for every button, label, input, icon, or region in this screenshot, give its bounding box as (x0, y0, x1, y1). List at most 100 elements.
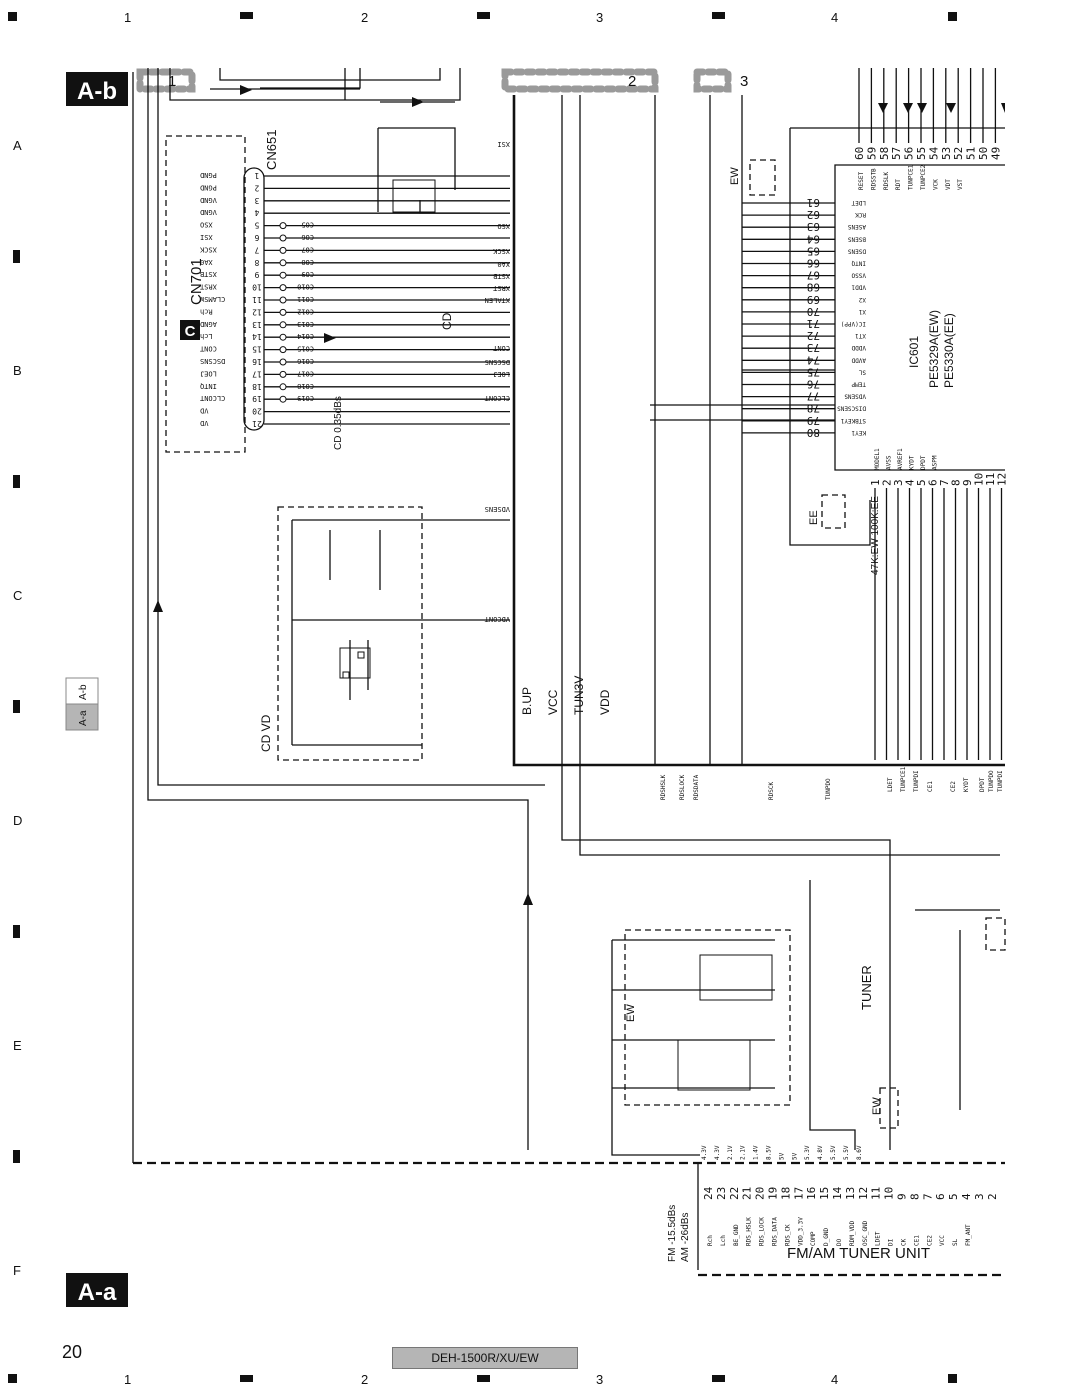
connector-pin-number: 12 (252, 307, 262, 316)
bus-label: LDET (887, 777, 894, 792)
ic-top-pin-number: 56 (903, 147, 916, 160)
connector-name: CN701 (188, 258, 205, 305)
tuner-pin-number: 10 (883, 1187, 896, 1200)
net-label: CO9 (301, 270, 314, 278)
grid-col-1: 1 (124, 10, 131, 25)
ic-bottom-pin-number: 11 (984, 473, 997, 486)
grid-col-2-bottom: 2 (361, 1372, 368, 1387)
tuner-pin-number: 9 (896, 1193, 909, 1200)
bus-label: RDSLOCK (679, 774, 686, 800)
ic-left-pin-name: DSENS (848, 247, 866, 254)
ic-left-pin-name: X2 (858, 296, 866, 303)
grid-row-d: D (13, 813, 22, 828)
ic-top-pin-number: 57 (890, 147, 903, 160)
ic-left-pin-name: X1 (858, 308, 866, 315)
tuner-pin-number: 12 (857, 1187, 870, 1200)
net-label: CO16 (297, 357, 314, 365)
ic-bottom-pin-name: DPDT (920, 455, 927, 470)
cd-signal-label: XRST (492, 284, 510, 292)
tuner-pin-number: 11 (870, 1187, 883, 1200)
net-label: CO18 (297, 382, 314, 390)
ew-label-top: EW (729, 167, 741, 185)
ic-left-pin-name: VDSENS (844, 393, 866, 400)
tuner-pin-voltage: 4.8V (817, 1145, 824, 1160)
tuner-pin-name: RDS_CK (784, 1224, 791, 1246)
cd-signal-label: XSO (497, 222, 510, 230)
cd-vd-label: CD VD (259, 714, 273, 752)
tuner-pin-number: 23 (715, 1187, 728, 1200)
connector-pin-number: 10 (252, 283, 262, 292)
tuner-pin-name: RDS_DATA (772, 1217, 779, 1246)
tuner-pin-name: DO (836, 1238, 843, 1246)
ic-left-pin-name: STBKEY1 (840, 417, 866, 424)
bus-label: RDSDATA (693, 774, 700, 800)
ic-bottom-pin-number: 1 (869, 479, 882, 486)
block-label-top-text: A-b (77, 78, 117, 105)
bus-label: TUNPDI (997, 770, 1004, 792)
ic-top-pin-number: 50 (977, 147, 990, 160)
ic-top-pin-number: 53 (940, 147, 953, 160)
ic-bottom-pin-number: 7 (938, 479, 951, 486)
tuner-pin-name: FM_ANT (965, 1224, 972, 1246)
cd-signal-label: DSCSNS (485, 358, 510, 366)
connector-pin-signal: VGND (200, 196, 217, 204)
connector-pin-number: 1 (254, 171, 259, 180)
ic-top-pin-name: VDT (945, 179, 952, 190)
cd-signal-label: XSCK (492, 247, 510, 255)
cd-signal-label: XA0 (497, 260, 510, 268)
top-grid-ruler: 1 2 3 4 (8, 10, 957, 25)
test-point (279, 346, 287, 354)
connector-pin-signal: XRST (199, 283, 217, 291)
ic601-bottom-pins: 1MODEL12AVSS3AVREF14KYDT5DPDT6ASPM789101… (869, 448, 1009, 760)
connector-pin-number: 18 (252, 382, 262, 391)
test-point (279, 333, 287, 341)
connector-pin-signal: XA0 (200, 258, 213, 266)
test-point (279, 358, 287, 366)
callout-3: 3 (740, 73, 748, 90)
connector-pin-number: 15 (252, 345, 262, 354)
tuner-pin-voltage: 8.6V (856, 1145, 863, 1160)
cd-signal-label: XSTB (493, 272, 510, 280)
connector-pin-number: 2 (254, 183, 259, 192)
grid-col-3-bottom: 3 (596, 1372, 603, 1387)
net-label: CO13 (297, 320, 314, 328)
ic-left-pin-name: KEY1 (851, 429, 866, 436)
connector-pin-signal: CONT (199, 345, 217, 353)
tuner-pin-number: 17 (792, 1187, 805, 1200)
net-label: CO6 (301, 233, 314, 241)
tuner-pin-name: CE1 (913, 1235, 920, 1246)
connector-pin-signal: DSCSNS (200, 357, 225, 365)
bus-label: TUNPDO (825, 778, 832, 800)
connector-pin-signal: VGND (200, 208, 217, 216)
ic-bottom-pin-number: 9 (961, 479, 974, 486)
tuner-level-am: AM -26dBs (680, 1213, 691, 1262)
tuner-pin-name: VDD_3.3V (797, 1217, 804, 1246)
tuner-pin-number: 20 (754, 1187, 767, 1200)
net-label: CO15 (297, 345, 314, 353)
block-label-top: A-b (66, 72, 128, 106)
tuner-pin-voltage: 5V (778, 1152, 785, 1160)
ic-left-pin-name: AVDD (851, 356, 866, 363)
tuner-pin-number: 19 (767, 1187, 780, 1200)
callout-markers: 1 2 3 (136, 68, 748, 93)
ic-bottom-pin-number: 6 (927, 479, 940, 486)
tuner-title: FM/AM TUNER UNIT (787, 1245, 930, 1262)
grid-col-1-bottom: 1 (124, 1372, 131, 1387)
connector-pin-signal: XSTB (200, 270, 217, 278)
bus-label: TUNPCE1 (900, 766, 907, 792)
test-point (279, 370, 287, 378)
ic-bottom-pin-name: KYDT (909, 455, 916, 470)
bus-label: CE1 (927, 781, 934, 792)
tuner-pin-name: Rch (707, 1235, 714, 1246)
connector-pin-signal: Rch (200, 307, 213, 315)
grid-row-e: E (13, 1038, 22, 1053)
connector-pin-number: 14 (252, 332, 262, 341)
ic-top-pin-number: 52 (952, 147, 965, 160)
ic-left-pin-name: DISCSENS (837, 405, 866, 412)
grid-row-f: F (13, 1263, 21, 1278)
side-tab-b: A-b (78, 684, 89, 700)
tuner-level-fm: FM -15.5dBs (667, 1205, 678, 1262)
tuner-pin-voltage: 1.4V (753, 1145, 760, 1160)
ic-bottom-pin-number: 12 (996, 473, 1009, 486)
net-label: CO8 (301, 258, 314, 266)
